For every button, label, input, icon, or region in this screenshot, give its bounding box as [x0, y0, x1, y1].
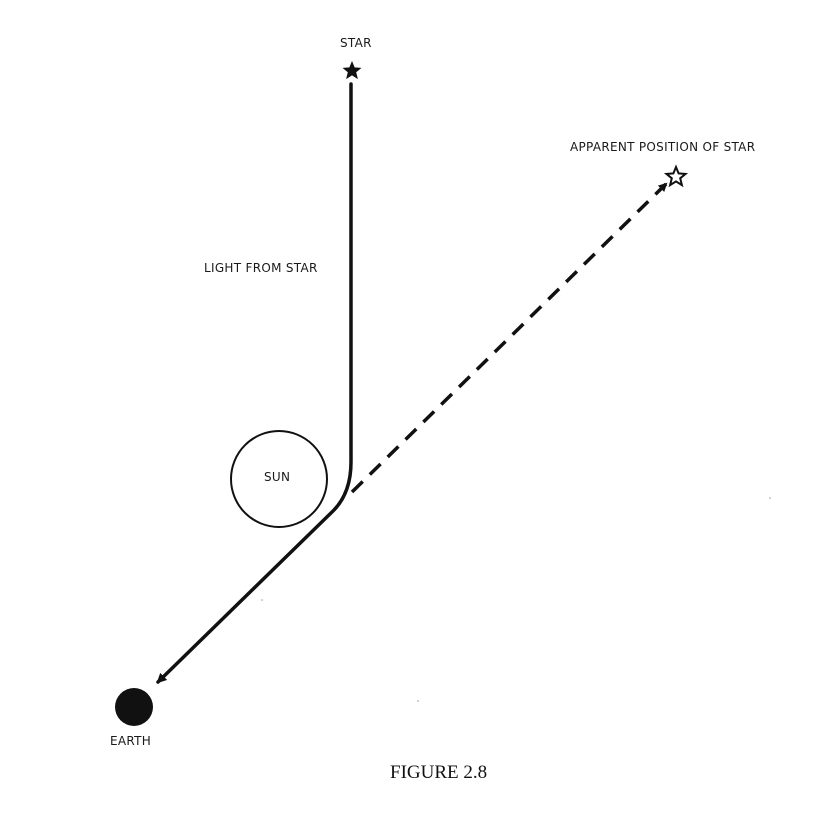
star-icon	[342, 61, 362, 80]
light-path	[156, 82, 353, 684]
speck	[261, 599, 263, 601]
earth-label: EARTH	[110, 734, 152, 748]
sun-label: SUN	[264, 470, 291, 484]
apparent-line	[350, 182, 668, 494]
apparent-star-icon	[663, 164, 689, 188]
earth-circle	[115, 688, 153, 726]
star-label: STAR	[340, 36, 372, 50]
figure-caption: FIGURE 2.8	[390, 762, 488, 783]
apparent-position-label: APPARENT POSITION OF STAR	[570, 140, 756, 154]
sun-circle	[230, 430, 328, 528]
light-from-star-label: LIGHT FROM STAR	[204, 261, 318, 275]
speck	[769, 497, 771, 499]
speck	[417, 700, 419, 702]
